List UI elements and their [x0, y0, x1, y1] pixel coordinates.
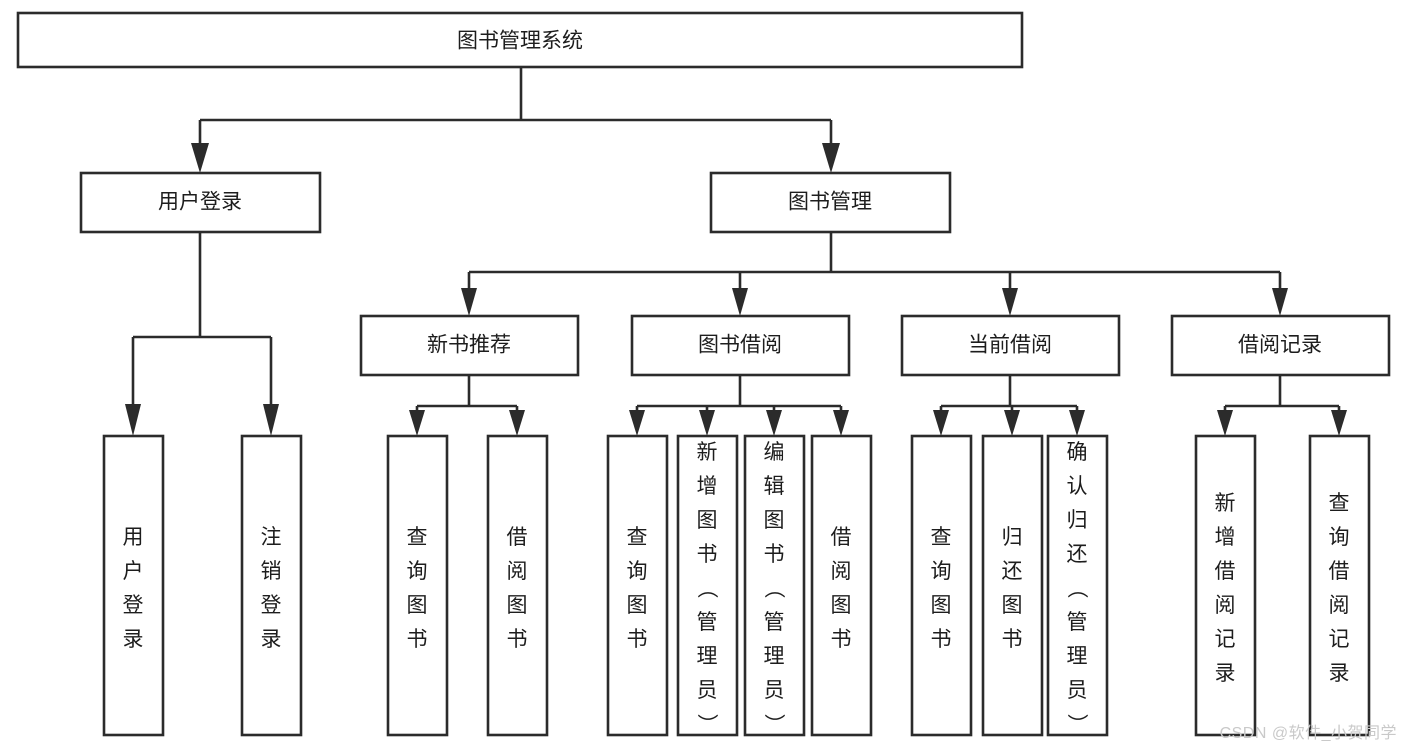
- leaf-node-add-record-box[interactable]: [1194, 434, 1257, 737]
- vertical-char: （: [762, 578, 785, 599]
- leaf-node-query-book-1-label: 查询图书: [407, 526, 428, 651]
- node-book-management[interactable]: 图书管理: [709, 171, 952, 234]
- node-new-book-recommend[interactable]: 新书推荐: [359, 314, 580, 377]
- leaf-node-query-record-label: 查询借阅记录: [1329, 492, 1350, 685]
- node-book-management-box[interactable]: [709, 171, 952, 234]
- vertical-char: ）: [695, 714, 718, 735]
- node-user-login-box[interactable]: [79, 171, 322, 234]
- arrow-head-book-management: [822, 143, 840, 173]
- leaf-node-return-book[interactable]: 归还图书: [981, 434, 1044, 737]
- leaf-node-borrow-book-1-box[interactable]: [486, 434, 549, 737]
- arrow-head-user-login: [191, 143, 209, 173]
- leaf-node-confirm-return-box[interactable]: [1046, 434, 1109, 737]
- arrow-head-leaf-query-book-3: [933, 410, 949, 436]
- leaf-node-edit-book[interactable]: 编辑图书管理员 （ ）: [743, 434, 806, 737]
- leaf-node-confirm-return[interactable]: 确认归还管理员 （ ）: [1046, 434, 1109, 737]
- arrow-head-leaf-logout-login: [263, 404, 279, 436]
- leaf-node-query-book-3[interactable]: 查询图书: [910, 434, 973, 737]
- node-borrow-record-label: 借阅记录: [1238, 334, 1322, 357]
- leaf-node-borrow-book-1-label: 借阅图书: [507, 526, 528, 651]
- leaf-node-query-book-1[interactable]: 查询图书: [386, 434, 449, 737]
- leaf-node-add-book-label: 新增图书管理员: [697, 441, 718, 702]
- leaf-layer: 用户登录 注销登录 查询图书 借阅图书 查询图书 新增图书管理员 （: [102, 434, 1371, 737]
- leaf-node-logout-login-label: 注销登录: [261, 526, 282, 651]
- node-new-book-recommend-box[interactable]: [359, 314, 580, 377]
- leaf-node-borrow-book-2[interactable]: 借阅图书: [810, 434, 873, 737]
- node-current-borrow[interactable]: 当前借阅: [900, 314, 1121, 377]
- node-borrow-record[interactable]: 借阅记录: [1170, 314, 1391, 377]
- arrow-head-leaf-add-record: [1217, 410, 1233, 436]
- leaf-node-add-book[interactable]: 新增图书管理员 （ ）: [676, 434, 739, 737]
- vertical-char: （: [1065, 578, 1088, 599]
- vertical-char: ）: [1065, 714, 1088, 735]
- node-book-borrow[interactable]: 图书借阅: [630, 314, 851, 377]
- leaf-node-borrow-book-1[interactable]: 借阅图书: [486, 434, 549, 737]
- arrow-head-leaf-borrow-book-2: [833, 410, 849, 436]
- leaf-node-add-record-label: 新增借阅记录: [1215, 492, 1236, 685]
- node-current-borrow-box[interactable]: [900, 314, 1121, 377]
- arrow-head-leaf-return-book: [1004, 410, 1020, 436]
- leaf-node-logout-login[interactable]: 注销登录: [240, 434, 303, 737]
- leaf-node-query-book-2-label: 查询图书: [627, 526, 648, 651]
- arrow-head-borrow-record: [1272, 288, 1288, 316]
- leaf-node-borrow-book-2-box[interactable]: [810, 434, 873, 737]
- arrow-head-leaf-edit-book: [766, 410, 782, 436]
- leaf-node-query-book-3-label: 查询图书: [931, 526, 952, 651]
- arrow-head-book-borrow: [732, 288, 748, 316]
- csdn-watermark: CSDN @软件_小贺同学: [1219, 725, 1397, 742]
- leaf-node-return-book-box[interactable]: [981, 434, 1044, 737]
- leaf-node-user-login[interactable]: 用户登录: [102, 434, 165, 737]
- leaf-node-query-book-1-box[interactable]: [386, 434, 449, 737]
- leaf-node-query-book-3-box[interactable]: [910, 434, 973, 737]
- arrow-head-leaf-confirm-return: [1069, 410, 1085, 436]
- leaf-node-query-record-box2[interactable]: [1308, 434, 1371, 737]
- leaf-node-add-book-box[interactable]: [676, 434, 739, 737]
- leaf-node-logout-login-box[interactable]: [240, 434, 303, 737]
- leaf-node-user-login-box[interactable]: [102, 434, 165, 737]
- leaf-node-user-login-label: 用户登录: [123, 526, 144, 651]
- node-current-borrow-label: 当前借阅: [968, 334, 1052, 357]
- node-borrow-record-box[interactable]: [1170, 314, 1391, 377]
- arrow-head-leaf-user-login: [125, 404, 141, 436]
- node-root[interactable]: 图书管理系统: [16, 11, 1024, 69]
- vertical-char: （: [695, 578, 718, 599]
- node-new-book-recommend-label: 新书推荐: [427, 334, 511, 357]
- vertical-char: ）: [762, 714, 785, 735]
- leaf-node-add-record[interactable]: 新增借阅记录: [1194, 434, 1257, 737]
- arrow-head-new-book-recommend: [461, 288, 477, 316]
- node-book-management-label: 图书管理: [788, 191, 872, 214]
- leaf-node-query-book-2[interactable]: 查询图书: [606, 434, 669, 737]
- node-user-login-label: 用户登录: [158, 191, 242, 214]
- leaf-node-edit-book-label: 编辑图书管理员: [764, 441, 785, 702]
- node-root-label: 图书管理系统: [457, 30, 583, 53]
- arrow-head-leaf-query-book-2: [629, 410, 645, 436]
- node-root-box[interactable]: [16, 11, 1024, 69]
- leaf-node-return-book-label: 归还图书: [1002, 526, 1023, 651]
- arrow-head-leaf-query-record: [1331, 410, 1347, 436]
- connector-layer: [125, 67, 1347, 436]
- leaf-node-query-book-2-box[interactable]: [606, 434, 669, 737]
- arrow-head-leaf-add-book: [699, 410, 715, 436]
- arrow-head-current-borrow: [1002, 288, 1018, 316]
- leaf-node-borrow-book-2-label: 借阅图书: [831, 526, 852, 651]
- leaf-node-confirm-return-label: 确认归还管理员: [1067, 441, 1088, 702]
- node-book-borrow-label: 图书借阅: [698, 334, 782, 357]
- arrow-head-leaf-borrow-book-1: [509, 410, 525, 436]
- leaf-node-query-record[interactable]: 查询借阅记录: [1308, 434, 1371, 737]
- leaf-node-edit-book-box[interactable]: [743, 434, 806, 737]
- arrow-head-leaf-query-book-1: [409, 410, 425, 436]
- node-user-login[interactable]: 用户登录: [79, 171, 322, 234]
- node-book-borrow-box[interactable]: [630, 314, 851, 377]
